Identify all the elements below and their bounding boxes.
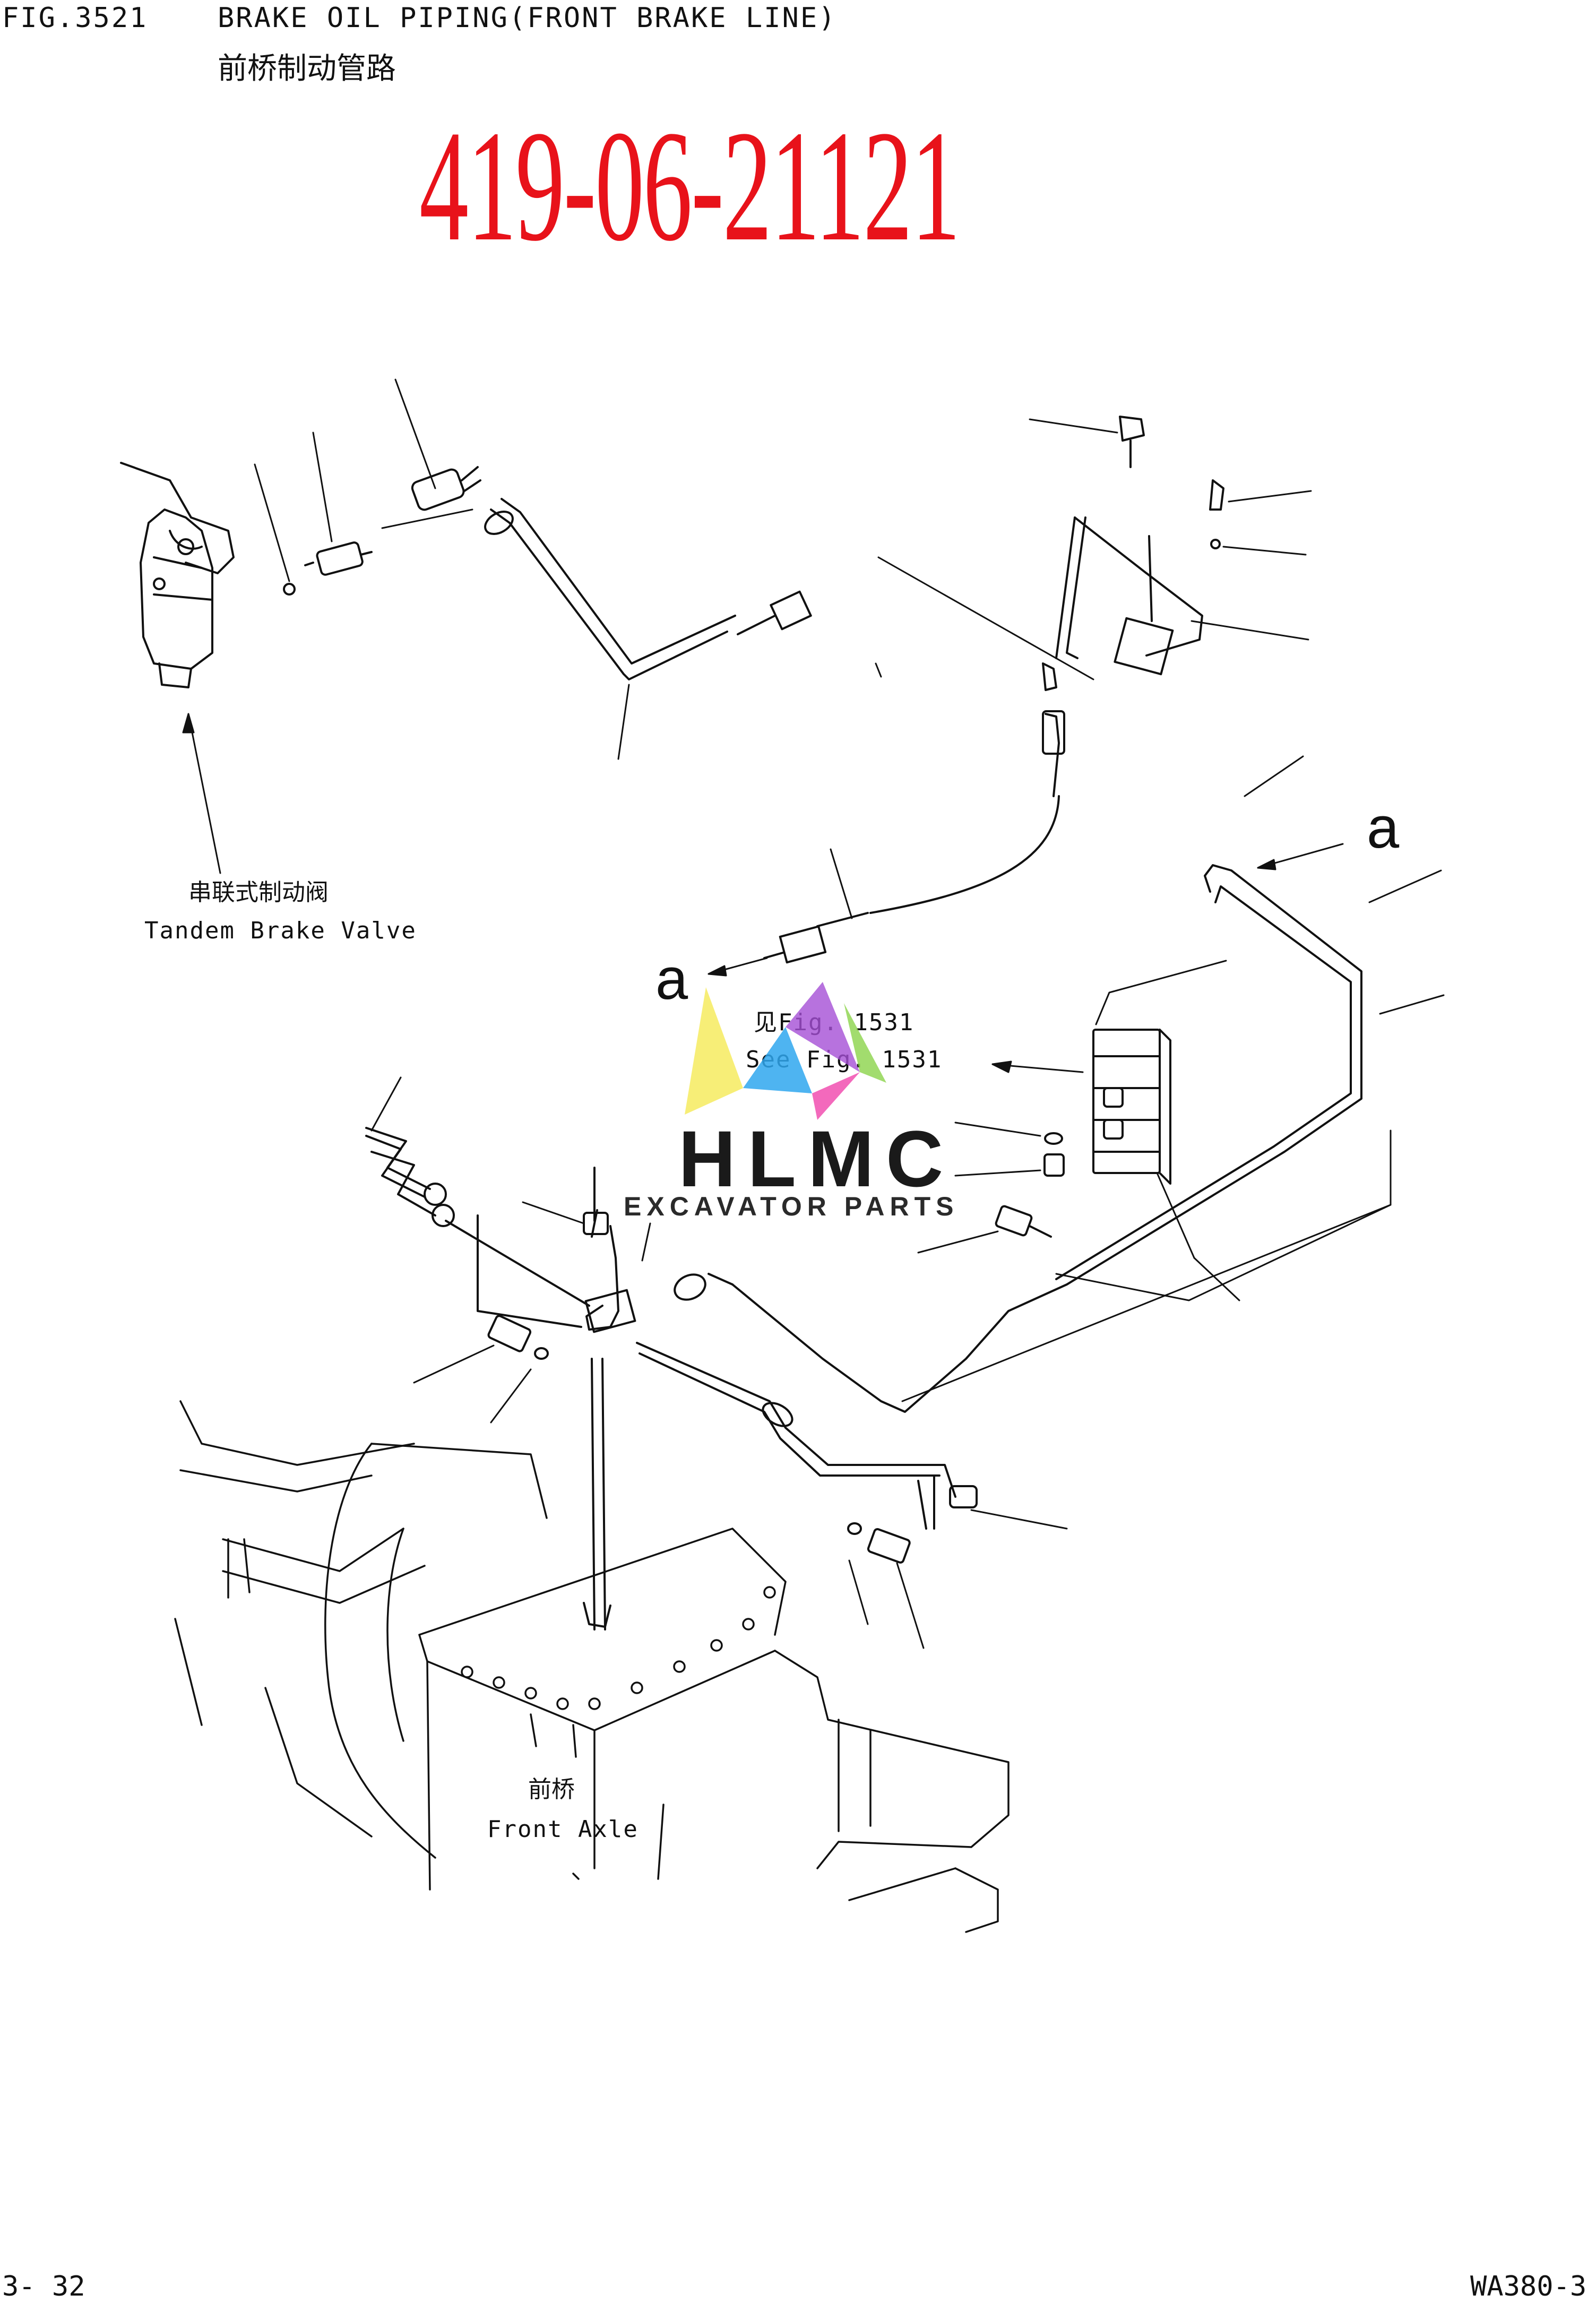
front-axle-drawing (175, 1401, 1008, 1932)
callout-a-right: a (1367, 795, 1400, 860)
label-front-axle: Front Axle (487, 1816, 639, 1843)
frame-lines (878, 557, 1391, 1401)
model-number: WA380-3 (1470, 2271, 1587, 2302)
part-number: 419-06-21121 (419, 98, 961, 274)
leader-lines (188, 379, 1444, 1648)
upper-bracket-drawing (1043, 417, 1223, 690)
junction-block-drawing (584, 1168, 635, 1629)
label-tandem-brake-valve: Tandem Brake Valve (144, 917, 417, 944)
tandem-brake-valve-drawing (121, 463, 234, 687)
brake-pipe-right (671, 865, 1361, 1412)
clip-assembly-drawing (995, 1030, 1170, 1237)
pressure-switch-drawing (284, 467, 480, 594)
watermark-brand: HLMC (678, 1114, 955, 1203)
lower-fittings-drawing (488, 1315, 911, 1563)
brake-pipe-lower (637, 1343, 977, 1529)
left-pipe-bundle (366, 1128, 589, 1327)
label-front-axle-cn: 前桥 (528, 1776, 575, 1803)
callout-a-left: a (655, 946, 688, 1012)
watermark-logo-icon (685, 982, 886, 1120)
watermark-tagline: EXCAVATOR PARTS (624, 1192, 959, 1221)
figure-title: BRAKE OIL PIPING(FRONT BRAKE LINE) (218, 2, 837, 34)
figure-title-chinese: 前桥制动管路 (218, 51, 396, 86)
page-number: 3- 32 (2, 2271, 85, 2302)
brake-hose-left (764, 711, 1064, 962)
brake-pipe-upper (481, 499, 811, 679)
label-tandem-brake-valve-cn: 串联式制动阀 (188, 879, 329, 906)
arrow-marks (183, 714, 1343, 1072)
figure-number: FIG.3521 (2, 2, 148, 34)
